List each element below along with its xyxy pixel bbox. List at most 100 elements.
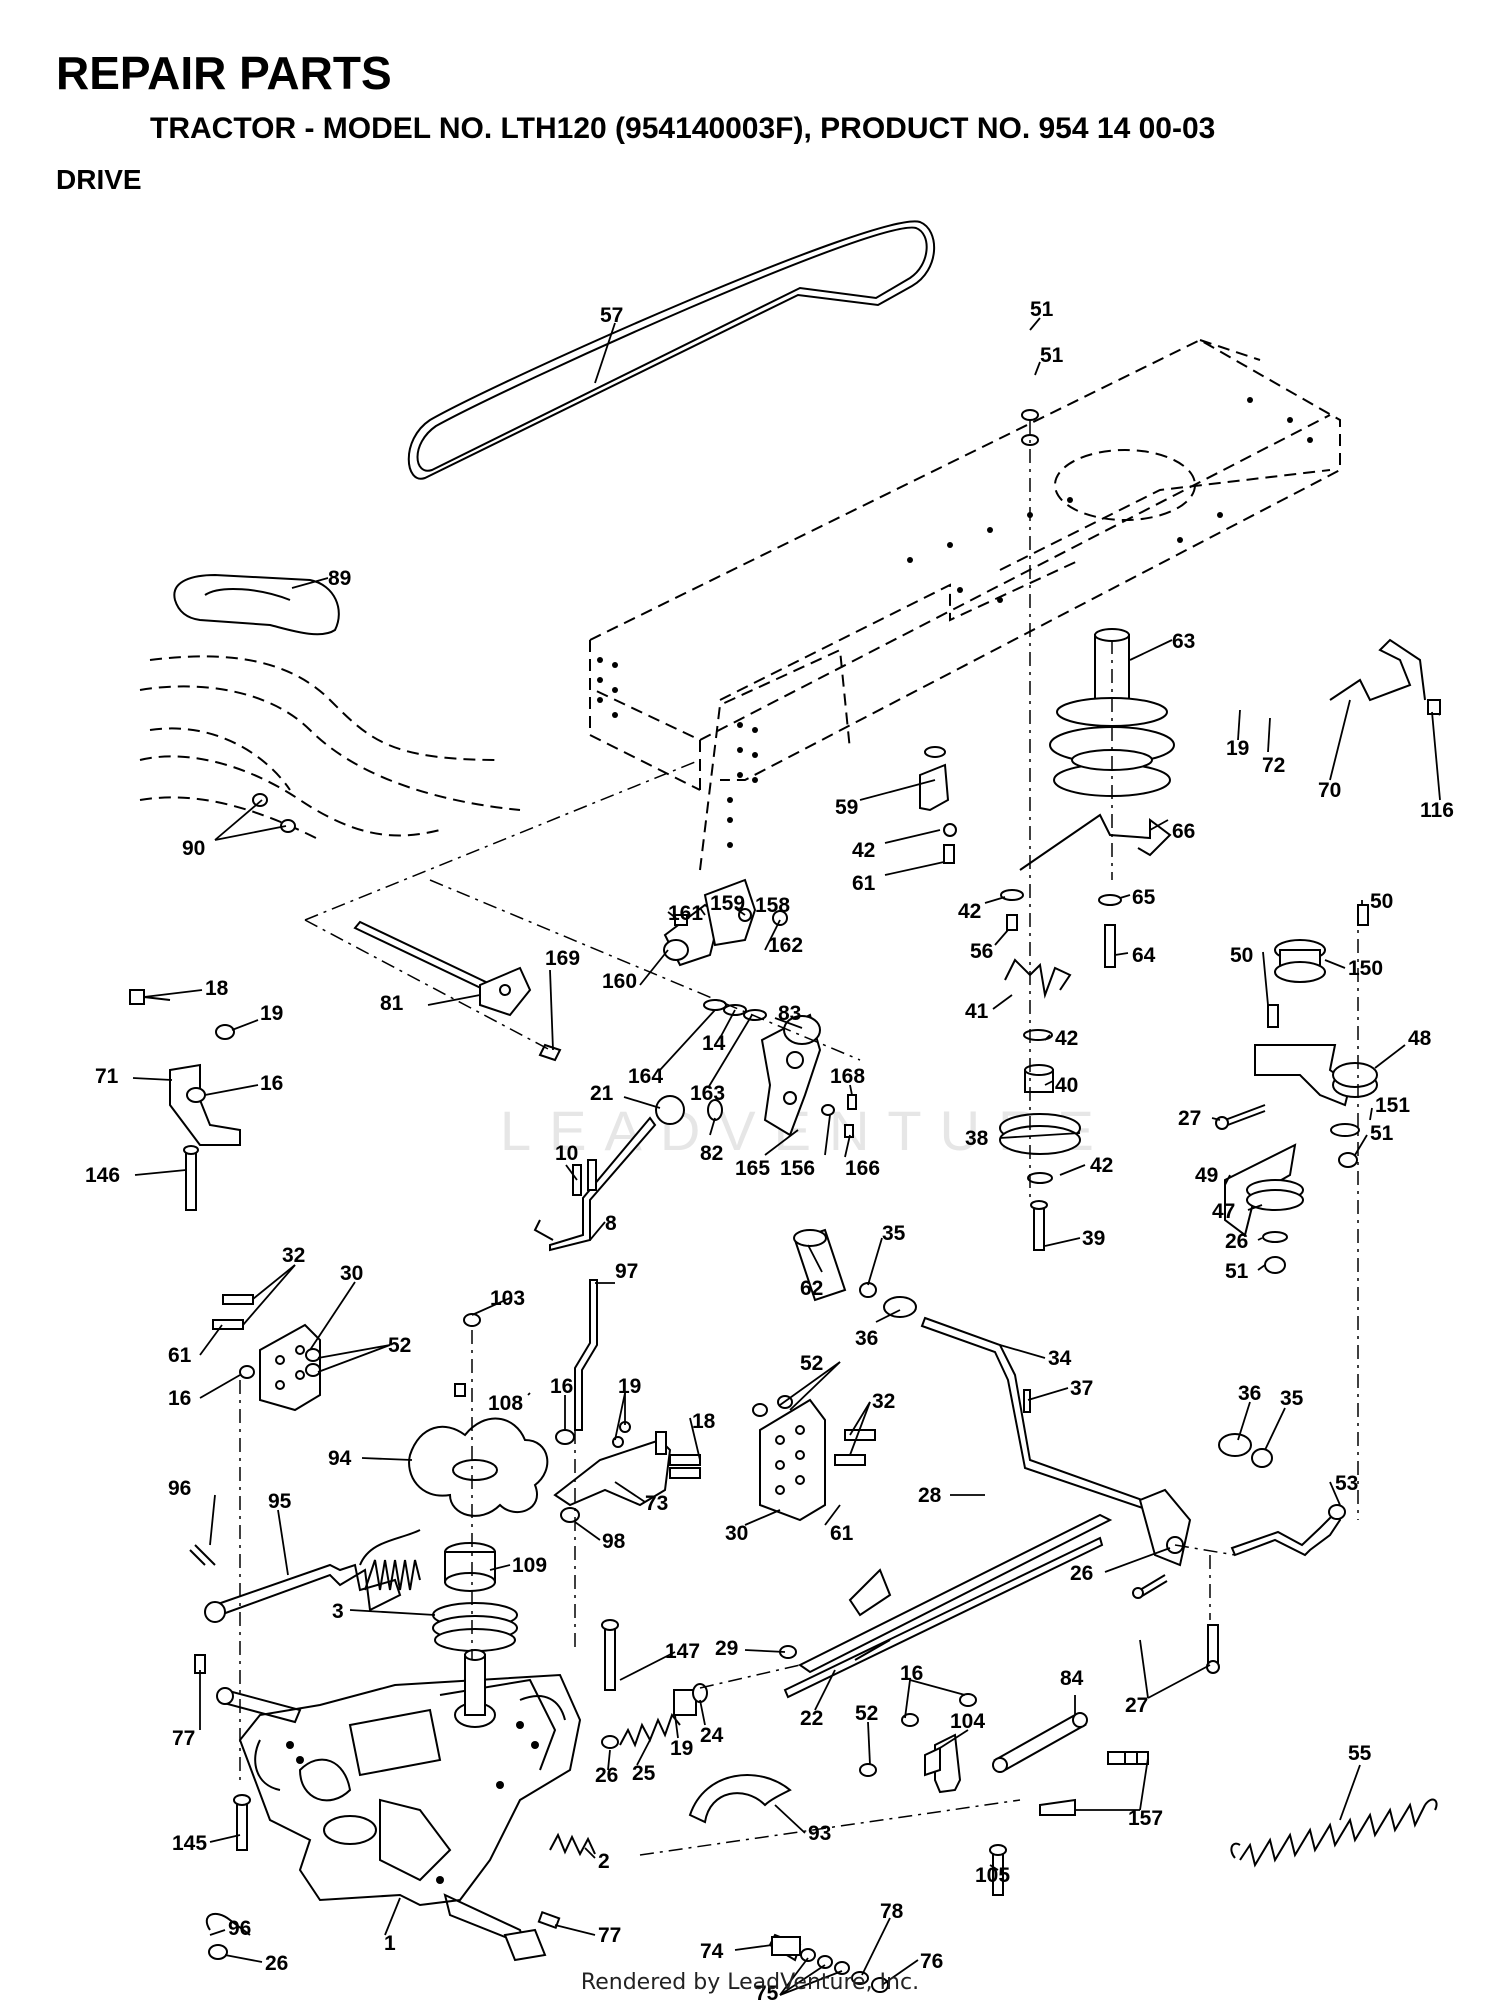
callout-label: 116 — [1420, 799, 1454, 822]
callout-label: 8 — [605, 1212, 617, 1235]
hose-93 — [688, 1774, 792, 1824]
callout-label: 73 — [645, 1492, 668, 1515]
bracket-59 — [919, 746, 957, 864]
callout-label: 18 — [692, 1410, 716, 1433]
callout-label: 105 — [975, 1864, 1010, 1887]
callout-label: 10 — [555, 1142, 578, 1165]
callout-label: 146 — [85, 1164, 120, 1187]
assembly-lines — [239, 420, 1359, 1856]
fender-outline — [139, 655, 521, 841]
callout-label: 51 — [1225, 1260, 1249, 1283]
callout-label: 76 — [920, 1950, 943, 1973]
callout-label: 71 — [95, 1065, 119, 1088]
callout-label: 47 — [1212, 1200, 1235, 1223]
callout-label: 21 — [590, 1082, 614, 1105]
callout-label: 27 — [1178, 1107, 1201, 1130]
callout-label: 27 — [1125, 1694, 1148, 1717]
bracket-71 — [129, 989, 241, 1211]
small-hardware-center — [1000, 409, 1122, 968]
callout-label: 51 — [1040, 344, 1064, 367]
callout-label: 89 — [328, 567, 351, 590]
control-rod-81 — [353, 920, 532, 1017]
callout-label: 50 — [1230, 944, 1253, 967]
shift-plate — [173, 573, 340, 636]
callout-label: 42 — [958, 900, 981, 923]
callout-label: 147 — [665, 1640, 700, 1663]
callout-label: 150 — [1348, 957, 1383, 980]
callout-label: 78 — [880, 1900, 904, 1923]
callout-label: 62 — [800, 1277, 823, 1300]
callout-label: 77 — [598, 1924, 621, 1947]
lift-shaft-34 — [793, 1228, 1273, 1567]
callout-label: 39 — [1082, 1227, 1105, 1250]
callout-label: 32 — [872, 1390, 895, 1413]
callout-label: 75 — [755, 1982, 779, 2005]
spring-pin-27 — [1215, 1104, 1266, 1130]
callout-label: 103 — [490, 1287, 525, 1310]
tractor-frame — [589, 338, 1341, 871]
callout-label: 38 — [965, 1127, 989, 1150]
callout-label: 51 — [1370, 1122, 1394, 1145]
callout-label: 65 — [1132, 886, 1156, 909]
lift-bracket-70 — [1329, 638, 1441, 716]
callout-label: 104 — [950, 1710, 985, 1733]
callout-label: 30 — [340, 1262, 363, 1285]
callout-label: 36 — [1238, 1382, 1261, 1405]
callout-label: 165 — [735, 1157, 770, 1180]
callout-label: 163 — [690, 1082, 725, 1105]
callout-label: 30 — [725, 1522, 748, 1545]
callout-label: 108 — [488, 1392, 523, 1415]
callout-label: 52 — [388, 1334, 411, 1357]
callout-label: 50 — [1370, 890, 1393, 913]
callout-label: 52 — [855, 1702, 878, 1725]
callout-label: 70 — [1318, 779, 1341, 802]
callout-label: 93 — [808, 1822, 831, 1845]
lift-rod-53 — [1230, 1504, 1346, 1557]
brake-rod-95 — [189, 1529, 421, 1623]
callout-label: 63 — [1172, 630, 1195, 653]
wire-rod-66 — [1019, 813, 1172, 871]
callout-label: 61 — [852, 872, 876, 895]
callout-label: 109 — [512, 1554, 547, 1577]
callout-label: 55 — [1348, 1742, 1372, 1765]
callout-label: 22 — [800, 1707, 823, 1730]
callout-label: 160 — [602, 970, 637, 993]
washer-stack — [768, 1933, 889, 1993]
callout-label: 98 — [602, 1530, 626, 1553]
callout-label: 16 — [550, 1375, 573, 1398]
callout-label: 164 — [628, 1065, 663, 1088]
callout-label: 72 — [1262, 754, 1285, 777]
page-subtitle: TRACTOR - MODEL NO. LTH120 (954140003F),… — [150, 112, 1216, 145]
idler-bracket-48 — [1254, 904, 1378, 1107]
section-title: DRIVE — [56, 164, 142, 195]
callout-label: 49 — [1195, 1164, 1218, 1187]
callout-label: 166 — [845, 1157, 880, 1180]
callout-label: 151 — [1375, 1094, 1410, 1117]
callout-label: 94 — [328, 1447, 352, 1470]
callout-label: 51 — [1030, 298, 1054, 321]
bracket-plate-30-right — [752, 1395, 876, 1522]
engine-pulley — [1049, 628, 1175, 797]
clutch-linkage — [538, 878, 857, 1138]
callout-label: 74 — [700, 1940, 724, 1963]
callout-label: 162 — [768, 934, 803, 957]
callout-label: 169 — [545, 947, 580, 970]
callout-label: 57 — [600, 304, 623, 327]
callout-label: 3 — [332, 1600, 344, 1623]
callout-label: 161 — [668, 902, 703, 925]
idler-arm-49 — [1224, 1123, 1360, 1274]
callout-label: 25 — [632, 1762, 656, 1785]
callout-label: 32 — [282, 1244, 305, 1267]
callout-label: 40 — [1055, 1074, 1078, 1097]
callout-label: 77 — [172, 1727, 195, 1750]
callout-label: 42 — [1055, 1027, 1078, 1050]
callout-label: 53 — [1335, 1472, 1358, 1495]
callout-label: 41 — [965, 1000, 989, 1023]
callout-label: 19 — [618, 1375, 641, 1398]
callout-label: 19 — [670, 1737, 693, 1760]
callout-label: 2 — [598, 1850, 610, 1873]
bracket-plate-30-left — [212, 1294, 321, 1412]
pins-27 — [1132, 1574, 1220, 1674]
callout-label: 56 — [970, 940, 993, 963]
callout-label: 14 — [702, 1032, 726, 1055]
